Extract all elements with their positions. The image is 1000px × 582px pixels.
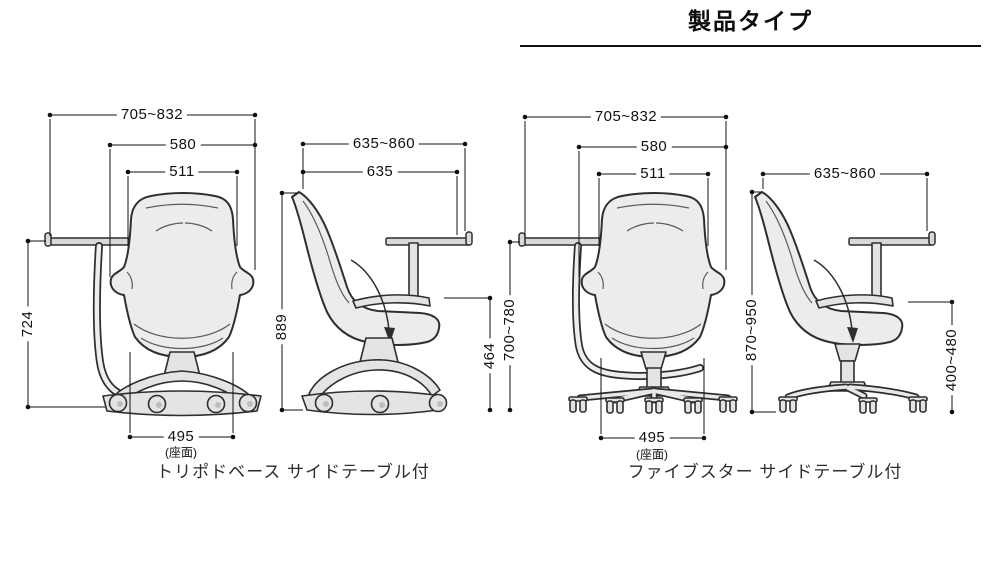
dim-shell-width-right: 511 bbox=[636, 165, 670, 183]
dim-seat-width-right: 495 bbox=[634, 429, 670, 447]
dim-overall-width-left: 705~832 bbox=[116, 106, 188, 124]
product-label-right: ファイブスター サイドテーブル付 bbox=[627, 462, 903, 482]
dim-total-height-range-right: 870~950 bbox=[743, 294, 761, 366]
caster-wheels bbox=[568, 396, 738, 414]
caster-wheels bbox=[108, 393, 258, 414]
dim-overall-width-right: 705~832 bbox=[590, 108, 662, 126]
dim-table-height-left: 724 bbox=[19, 306, 37, 342]
page-title: 製品タイプ bbox=[520, 2, 981, 47]
product-label-left: トリポドベース サイドテーブル付 bbox=[156, 462, 430, 482]
dim-table-depth-left: 635 bbox=[362, 163, 398, 181]
chair-front-fivestar bbox=[518, 192, 738, 414]
dim-total-height-left: 889 bbox=[273, 309, 291, 345]
seat-note-left: (座面) bbox=[163, 445, 199, 460]
dim-shell-width-left: 511 bbox=[165, 163, 199, 181]
dim-back-width-right: 580 bbox=[636, 138, 672, 156]
star-legs bbox=[784, 383, 920, 401]
caster-wheels bbox=[314, 393, 448, 414]
dim-seat-height-left: 464 bbox=[481, 338, 499, 374]
chair-side-tripod bbox=[291, 191, 473, 416]
caster-wheels bbox=[778, 396, 928, 414]
dim-seat-height-range-right: 400~480 bbox=[943, 324, 961, 396]
dim-seat-width-left: 495 bbox=[163, 428, 199, 446]
seat-note-right: (座面) bbox=[634, 447, 670, 462]
chair-front-tripod bbox=[44, 192, 262, 417]
dim-table-height-range-right: 700~780 bbox=[501, 294, 519, 366]
dim-depth-range-left: 635~860 bbox=[348, 135, 420, 153]
dim-back-width-left: 580 bbox=[165, 136, 201, 154]
chair-side-fivestar bbox=[754, 191, 936, 414]
dim-depth-range-right: 635~860 bbox=[809, 165, 881, 183]
